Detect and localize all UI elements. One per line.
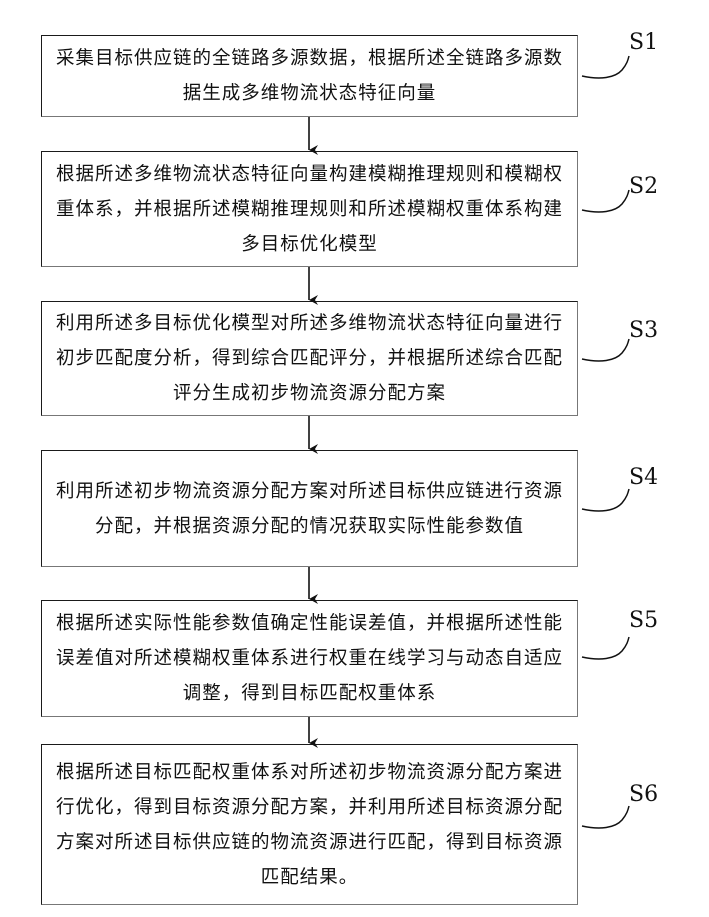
- leader-s4: [582, 489, 629, 511]
- leader-s6: [582, 806, 629, 828]
- leader-s5: [582, 637, 629, 659]
- leader-s2: [582, 190, 629, 212]
- leader-s1: [582, 56, 629, 78]
- leader-s3: [582, 339, 629, 361]
